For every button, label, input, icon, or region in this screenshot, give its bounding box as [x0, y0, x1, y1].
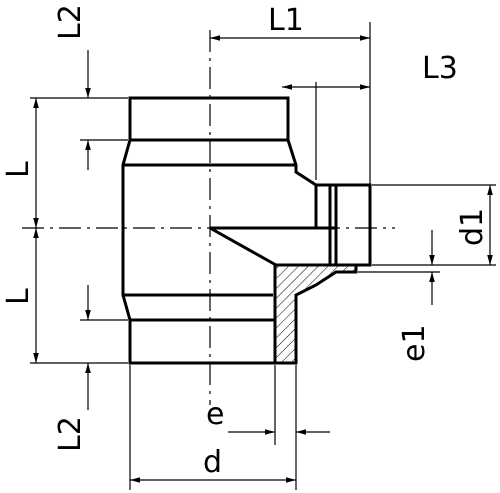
label-d1: d1	[455, 208, 490, 246]
label-L2-top: L2	[53, 4, 88, 40]
hatched-wall-section	[273, 263, 358, 365]
label-L-upper: L	[1, 161, 36, 178]
inner-bore-diagonal	[209, 226, 277, 267]
center-lines	[22, 30, 395, 405]
branch-spigot	[296, 183, 372, 267]
body-right-upper-wall	[286, 139, 330, 187]
fitting-body	[121, 96, 330, 365]
body-left-wall	[121, 139, 132, 321]
label-L2-bottom: L2	[53, 416, 88, 452]
label-L-lower: L	[1, 288, 36, 305]
label-L3: L3	[422, 51, 458, 86]
label-d: d	[203, 445, 222, 480]
bottom-socket	[128, 318, 277, 365]
dimension-lines	[33, 35, 493, 483]
label-e: e	[206, 397, 224, 432]
label-e1: e1	[397, 324, 432, 362]
top-socket	[128, 96, 290, 142]
dimension-labels: L1 L3 L2 L L L2 d1 e1 e d	[1, 3, 490, 480]
label-L1: L1	[268, 3, 304, 38]
